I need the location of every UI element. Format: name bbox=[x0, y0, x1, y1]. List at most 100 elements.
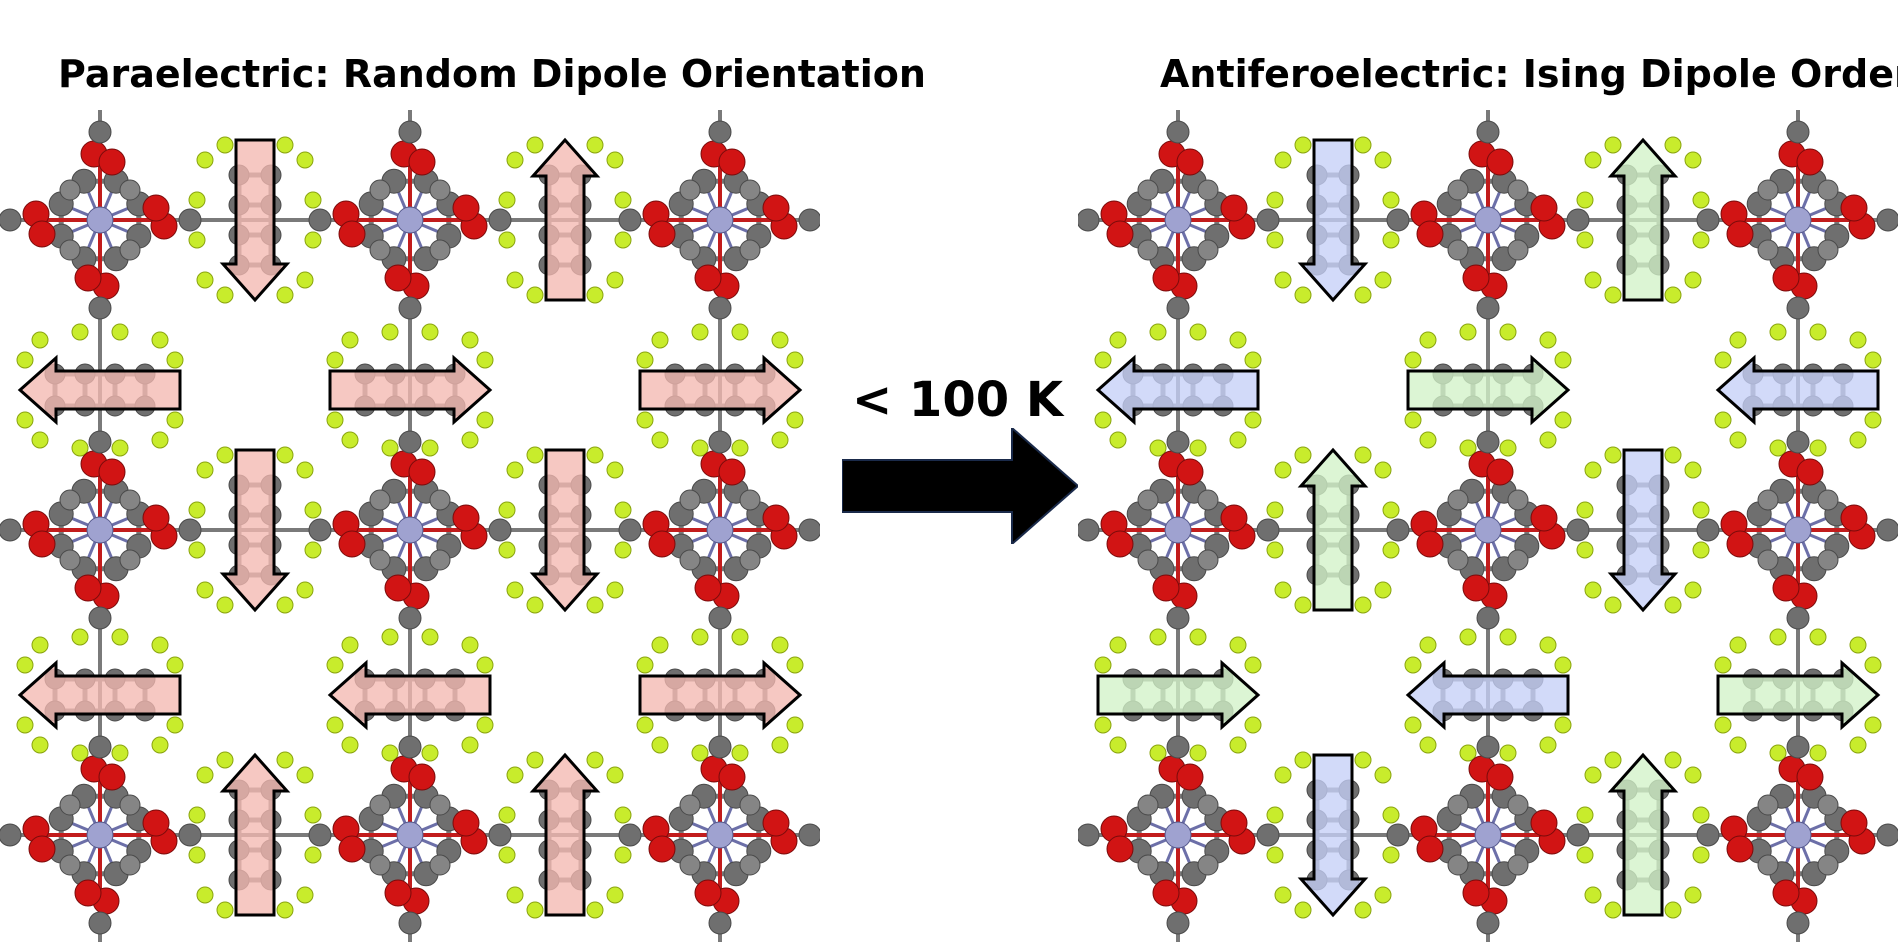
fluorine-atom bbox=[1354, 446, 1372, 464]
fluorine-atom bbox=[691, 744, 709, 762]
fluorine-atom bbox=[1404, 716, 1422, 734]
fluorine-atom bbox=[691, 323, 709, 341]
carbon-atom bbox=[618, 518, 642, 542]
fluorine-atom bbox=[1729, 331, 1747, 349]
fluorine-atom bbox=[1382, 501, 1400, 519]
oxygen-atom bbox=[28, 530, 56, 558]
fluorine-atom bbox=[1094, 656, 1112, 674]
metal-node bbox=[618, 120, 820, 320]
oxygen-atom bbox=[648, 835, 676, 863]
fluorine-atom bbox=[188, 501, 206, 519]
carbon-atom bbox=[1757, 794, 1779, 816]
fluorine-atom bbox=[1404, 656, 1422, 674]
metal-node bbox=[0, 735, 202, 935]
carbon-atom bbox=[1078, 823, 1100, 847]
dipole-arrow-left bbox=[1095, 354, 1260, 426]
fluorine-atom bbox=[1554, 656, 1572, 674]
carbon-atom bbox=[1386, 518, 1410, 542]
fluorine-atom bbox=[1809, 323, 1827, 341]
fluorine-atom bbox=[16, 351, 34, 369]
fluorine-atom bbox=[1266, 846, 1284, 864]
carbon-atom bbox=[119, 854, 141, 876]
paraelectric-title: Paraelectric: Random Dipole Orientation bbox=[58, 52, 926, 96]
carbon-atom bbox=[618, 823, 642, 847]
fluorine-atom bbox=[296, 886, 314, 904]
fluorine-atom bbox=[16, 716, 34, 734]
metal-atom bbox=[86, 206, 114, 234]
fluorine-atom bbox=[1354, 901, 1372, 919]
fluorine-atom bbox=[1576, 231, 1594, 249]
fluorine-atom bbox=[1729, 736, 1747, 754]
fluorine-atom bbox=[1729, 431, 1747, 449]
carbon-atom bbox=[429, 794, 451, 816]
right-block-arrow-icon bbox=[842, 428, 1078, 544]
fluorine-atom bbox=[216, 901, 234, 919]
fluorine-atom bbox=[1604, 286, 1622, 304]
fluorine-atom bbox=[1864, 411, 1882, 429]
carbon-atom bbox=[1476, 606, 1500, 630]
carbon-atom bbox=[1757, 854, 1779, 876]
fluorine-atom bbox=[151, 331, 169, 349]
carbon-atom bbox=[1197, 179, 1219, 201]
fluorine-atom bbox=[498, 501, 516, 519]
fluorine-atom bbox=[1274, 886, 1292, 904]
oxygen-atom bbox=[338, 835, 366, 863]
fluorine-atom bbox=[1274, 151, 1292, 169]
fluorine-atom bbox=[188, 541, 206, 559]
fluorine-atom bbox=[786, 351, 804, 369]
carbon-atom bbox=[1566, 208, 1590, 232]
fluorine-atom bbox=[1809, 439, 1827, 457]
fluorine-atom bbox=[341, 431, 359, 449]
fluorine-atom bbox=[304, 231, 322, 249]
fluorine-atom bbox=[606, 461, 624, 479]
metal-atom bbox=[1474, 206, 1502, 234]
fluorine-atom bbox=[188, 806, 206, 824]
metal-node bbox=[308, 735, 512, 935]
carbon-atom bbox=[0, 518, 22, 542]
fluorine-atom bbox=[1864, 716, 1882, 734]
dipole-arrow-left bbox=[1405, 659, 1570, 731]
carbon-atom bbox=[59, 179, 81, 201]
carbon-atom bbox=[1696, 518, 1720, 542]
carbon-atom bbox=[398, 735, 422, 759]
metal-atom bbox=[396, 821, 424, 849]
paraelectric-lattice-svg bbox=[0, 110, 820, 942]
fluorine-atom bbox=[296, 271, 314, 289]
fluorine-atom bbox=[1354, 596, 1372, 614]
carbon-atom bbox=[369, 549, 391, 571]
fluorine-atom bbox=[71, 323, 89, 341]
oxygen-atom bbox=[1462, 879, 1490, 907]
metal-node bbox=[0, 120, 202, 320]
oxygen-atom bbox=[1840, 194, 1868, 222]
fluorine-atom bbox=[1604, 446, 1622, 464]
dipole-arrow-down bbox=[1297, 753, 1369, 918]
oxygen-atom bbox=[384, 574, 412, 602]
carbon-atom bbox=[1078, 208, 1100, 232]
fluorine-atom bbox=[1584, 766, 1602, 784]
fluorine-atom bbox=[1419, 636, 1437, 654]
fluorine-atom bbox=[731, 439, 749, 457]
fluorine-atom bbox=[1094, 716, 1112, 734]
oxygen-atom bbox=[408, 148, 436, 176]
fluorine-atom bbox=[1382, 806, 1400, 824]
carbon-atom bbox=[59, 854, 81, 876]
carbon-atom bbox=[398, 606, 422, 630]
carbon-atom bbox=[1166, 120, 1190, 144]
carbon-atom bbox=[429, 239, 451, 261]
fluorine-atom bbox=[1769, 323, 1787, 341]
fluorine-atom bbox=[341, 736, 359, 754]
fluorine-atom bbox=[188, 846, 206, 864]
metal-atom bbox=[396, 206, 424, 234]
fluorine-atom bbox=[188, 231, 206, 249]
fluorine-atom bbox=[1229, 636, 1247, 654]
fluorine-atom bbox=[276, 136, 294, 154]
metal-node bbox=[1386, 120, 1590, 320]
fluorine-atom bbox=[1459, 439, 1477, 457]
fluorine-atom bbox=[1266, 191, 1284, 209]
fluorine-atom bbox=[1244, 351, 1262, 369]
oxygen-atom bbox=[1796, 763, 1824, 791]
carbon-atom bbox=[1817, 179, 1839, 201]
fluorine-atom bbox=[71, 439, 89, 457]
fluorine-atom bbox=[1404, 351, 1422, 369]
fluorine-atom bbox=[1189, 323, 1207, 341]
